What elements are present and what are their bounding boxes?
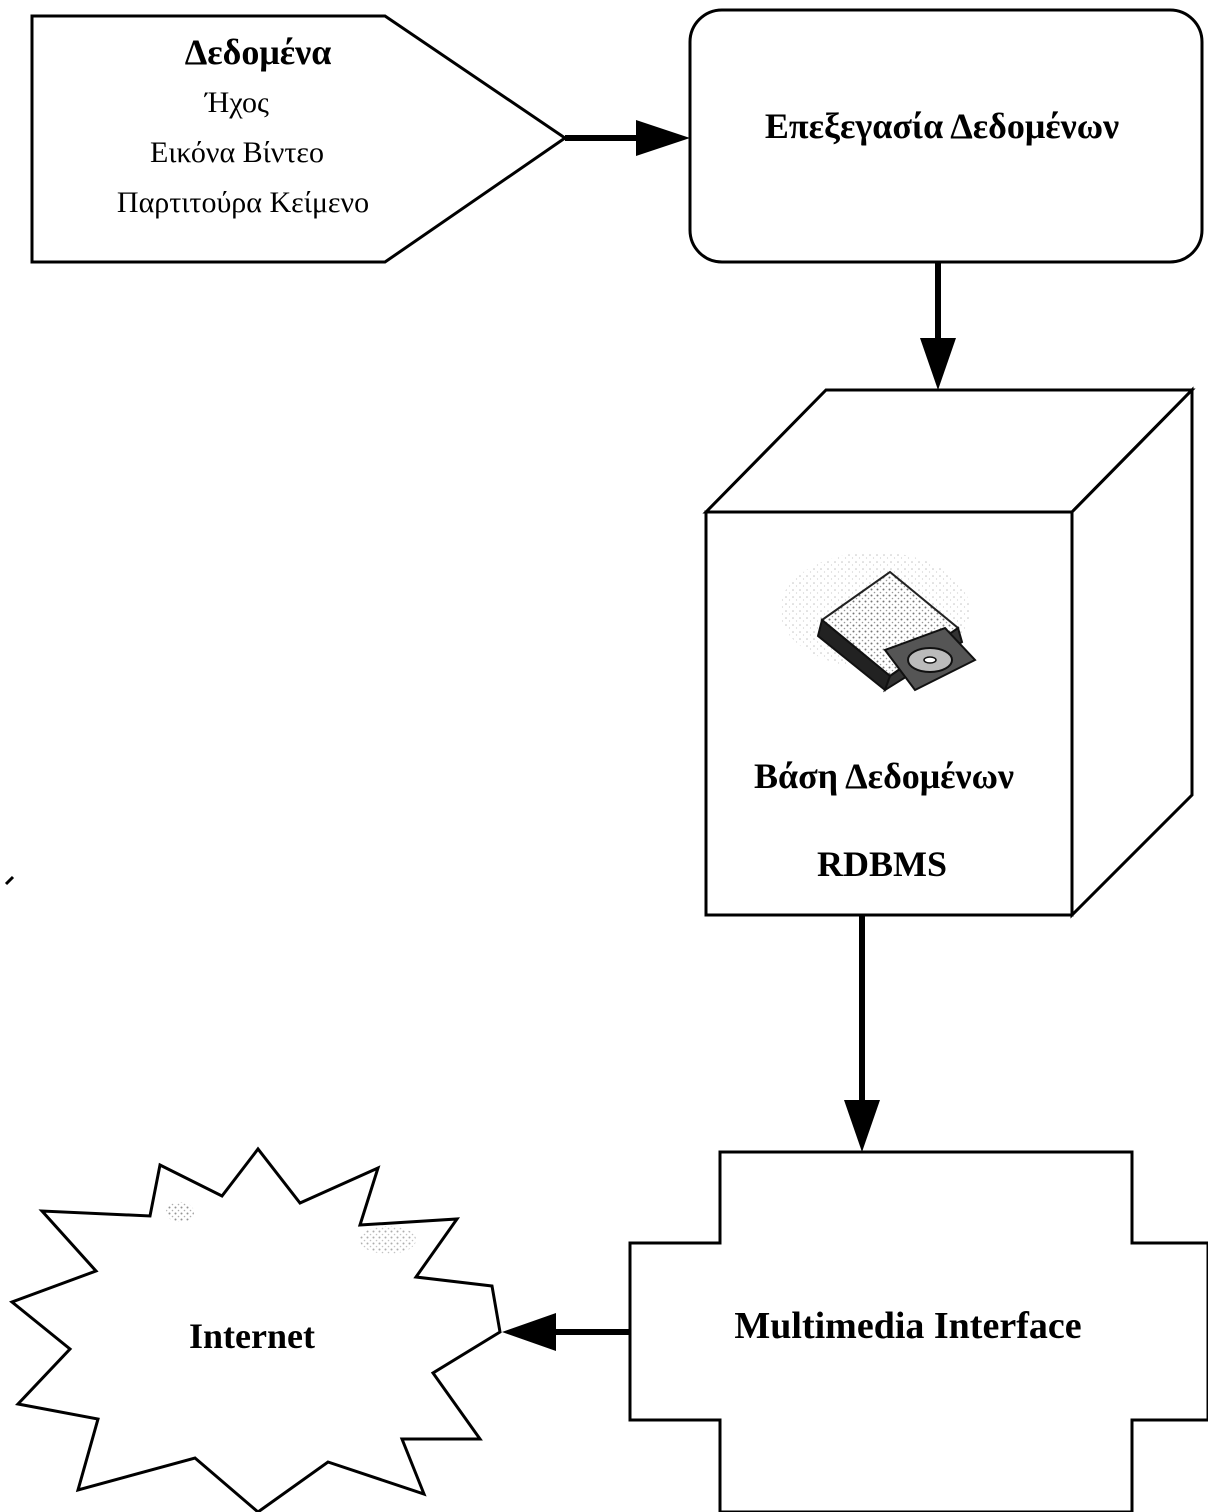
arrowhead-icon xyxy=(502,1313,556,1351)
cd-drive-icon xyxy=(780,552,977,693)
arrow-input-to-processing xyxy=(565,120,690,156)
arrowhead-icon xyxy=(844,1100,880,1152)
arrow-processing-to-database xyxy=(920,262,956,390)
input-node-line-image-video: Εικόνα Βίντεο xyxy=(150,136,324,169)
input-data-node: Δεδομένα Ήχος Εικόνα Βίντεο Παρτιτούρα Κ… xyxy=(30,14,568,264)
arrow-interface-to-internet xyxy=(502,1313,630,1351)
data-processing-node: Επεξεγασία Δεδομένων xyxy=(688,8,1204,264)
arrow-database-to-interface xyxy=(844,915,880,1152)
arrowhead-icon xyxy=(636,120,690,156)
database-node-sublabel: RDBMS xyxy=(817,844,947,884)
internet-node-label: Internet xyxy=(189,1316,315,1356)
input-node-title: Δεδομένα xyxy=(185,32,332,72)
processing-node-label: Επεξεγασία Δεδομένων xyxy=(765,106,1119,146)
stray-mark xyxy=(4,875,15,886)
multimedia-interface-node: Multimedia Interface xyxy=(628,1150,1208,1512)
input-node-line-score-text: Παρτιτούρα Κείμενο xyxy=(117,186,369,219)
database-node: Βάση Δεδομένων RDBMS xyxy=(702,386,1196,919)
internet-node: Internet xyxy=(9,1146,502,1512)
database-node-label: Βάση Δεδομένων xyxy=(754,756,1014,796)
input-node-line-audio: Ήχος xyxy=(203,86,269,119)
interface-node-label: Multimedia Interface xyxy=(734,1305,1081,1347)
arrowhead-icon xyxy=(920,338,956,390)
